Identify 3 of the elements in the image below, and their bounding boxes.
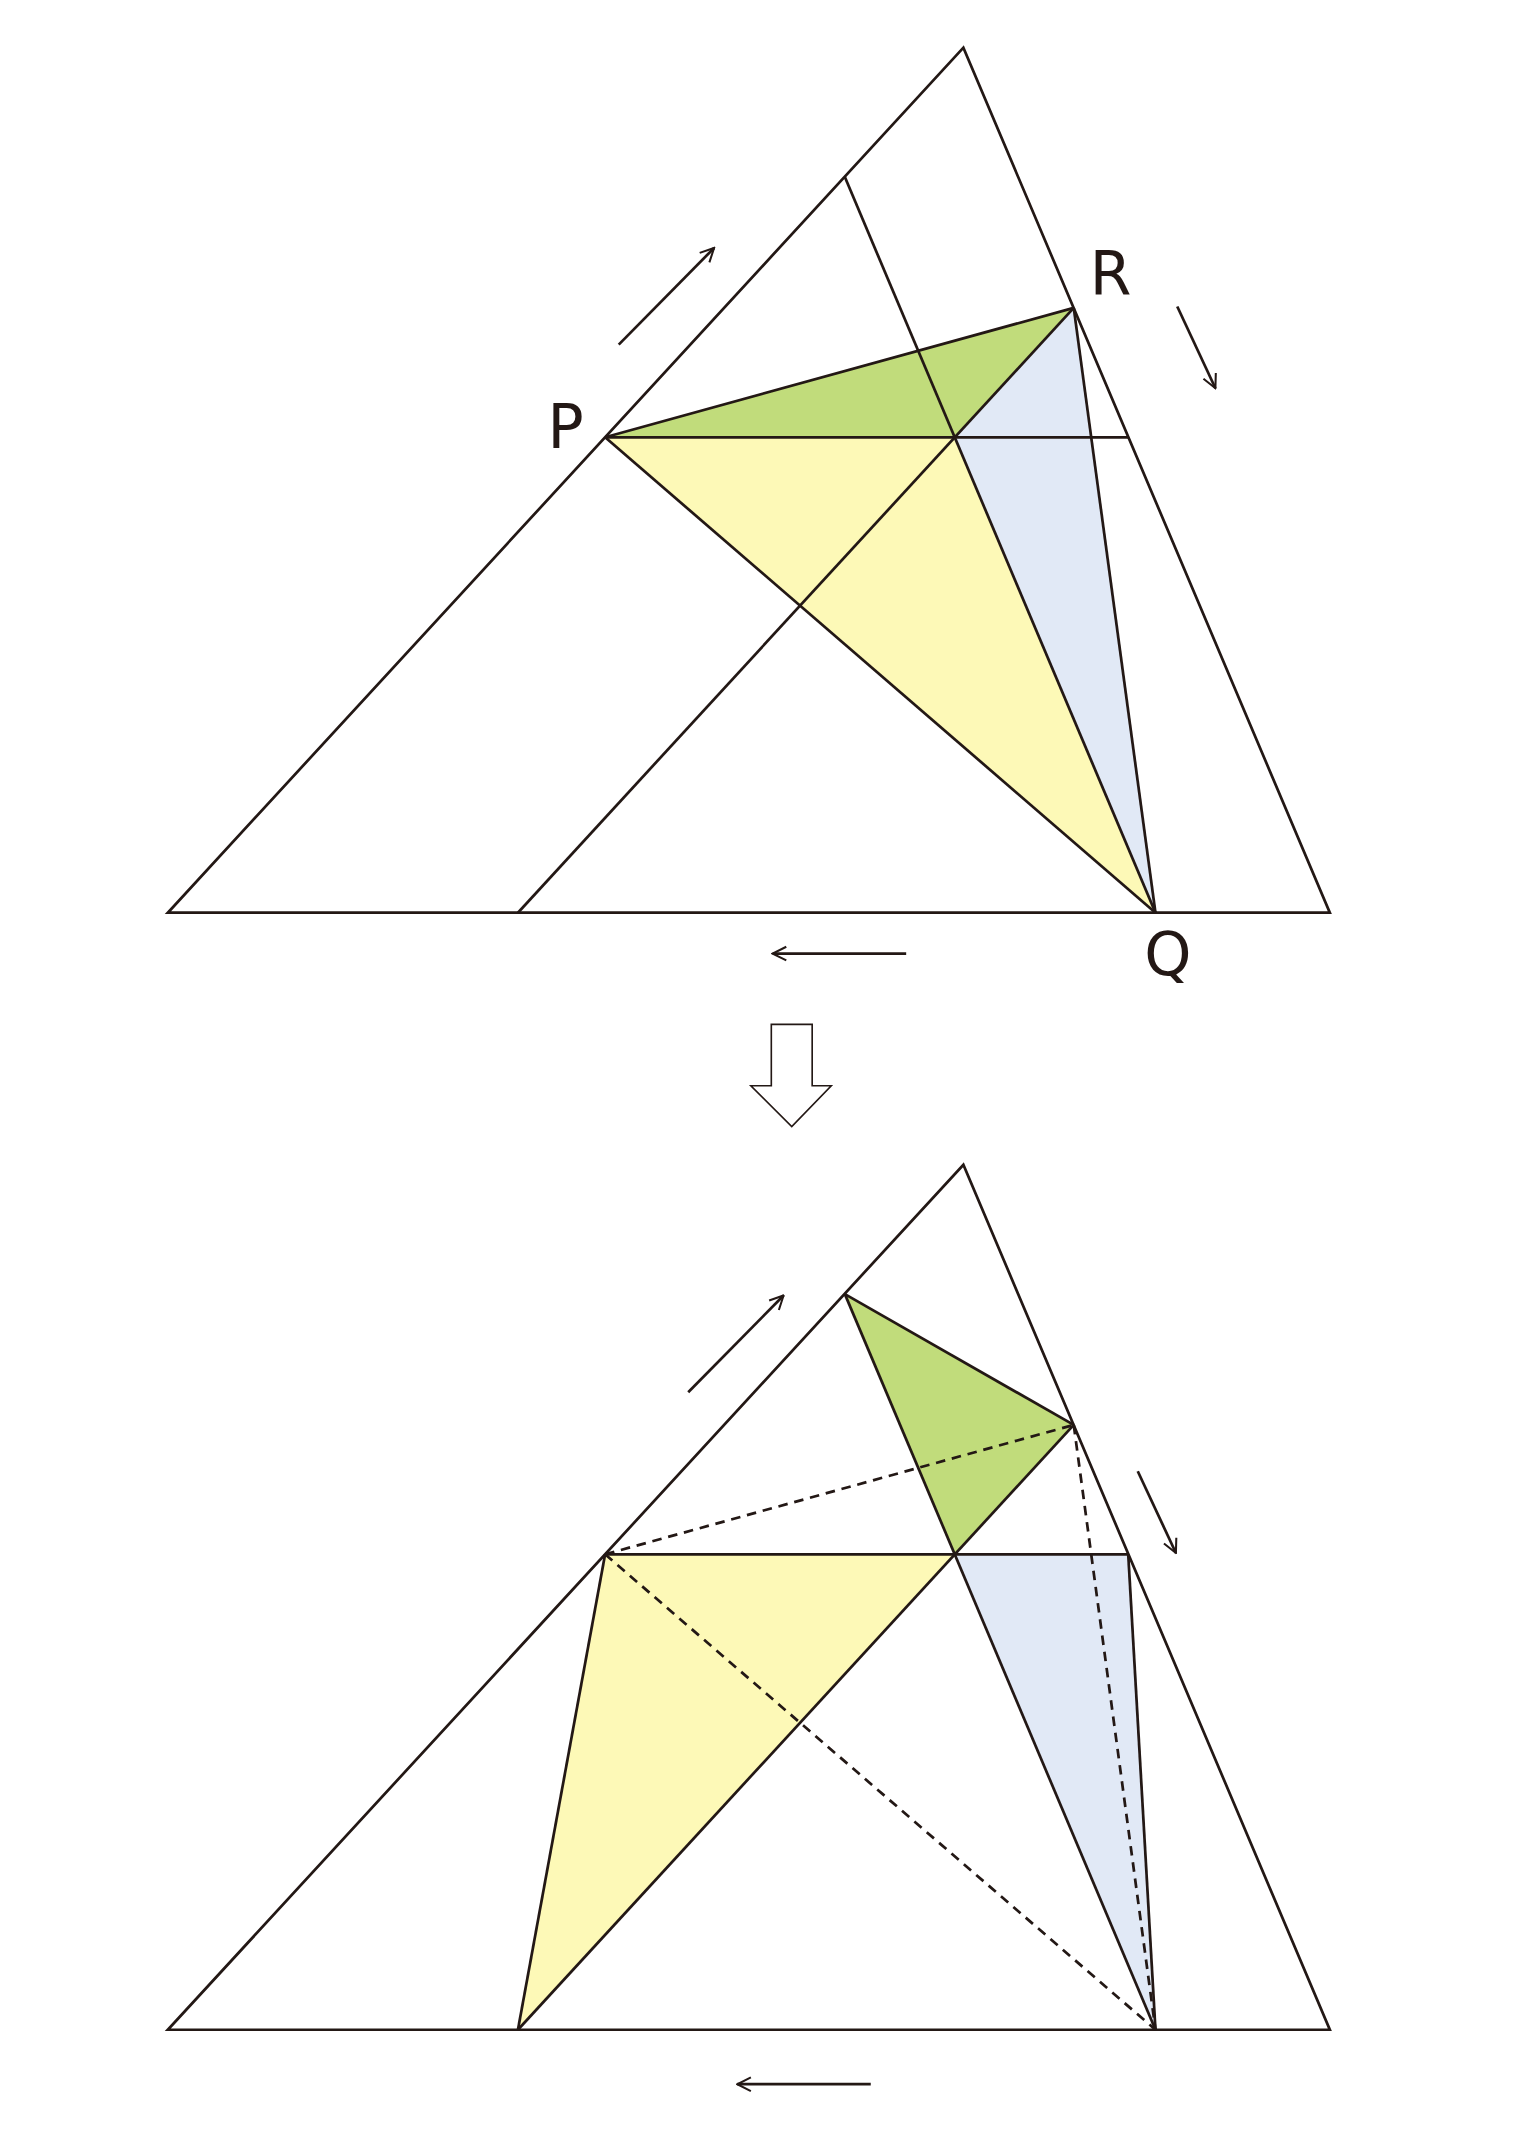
point-label: R [1089, 243, 1132, 304]
point-label: P [547, 396, 584, 457]
point-label: Q [1144, 923, 1192, 984]
